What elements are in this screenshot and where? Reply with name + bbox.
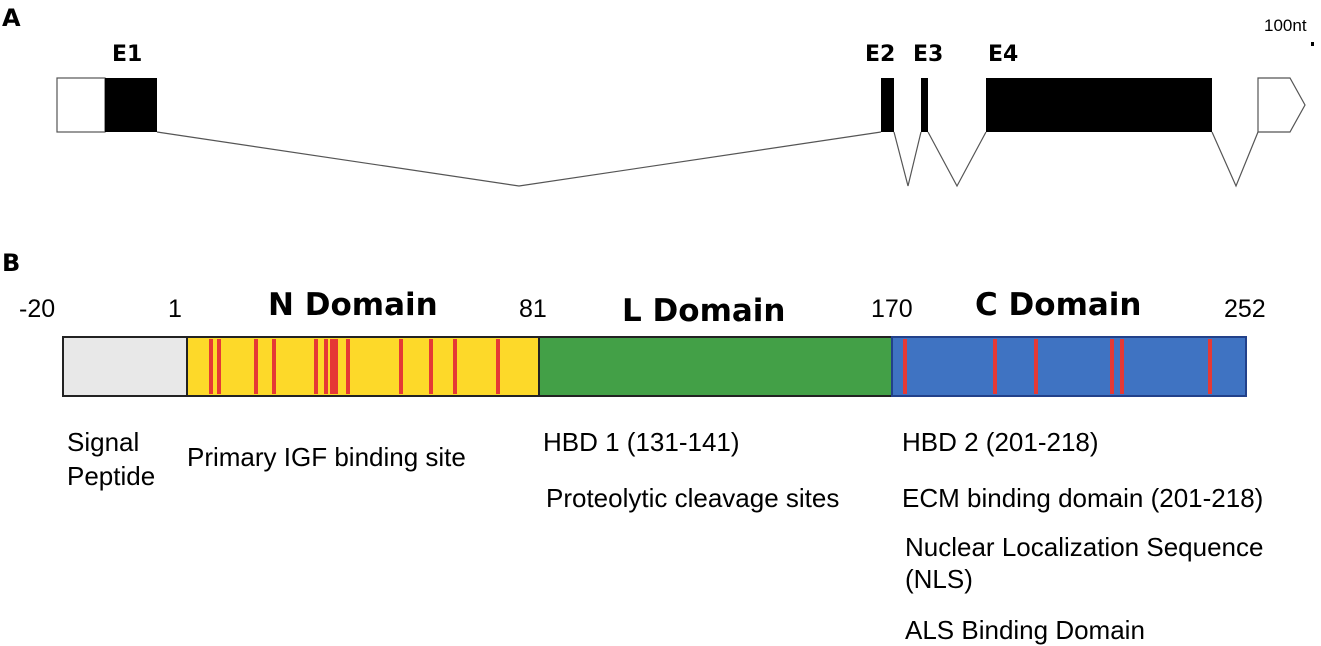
site-marker xyxy=(330,339,334,394)
site-marker xyxy=(217,339,221,394)
l-domain-title: L Domain xyxy=(622,293,786,329)
position-label-minus20: -20 xyxy=(19,295,56,323)
c-domain-feature-ecm: ECM binding domain (201-218) xyxy=(902,483,1264,513)
site-marker xyxy=(399,339,403,394)
position-label-1: 1 xyxy=(168,295,182,323)
site-marker xyxy=(334,339,338,394)
intron-4 xyxy=(1211,131,1259,188)
site-marker xyxy=(346,339,350,394)
l-domain-segment xyxy=(538,336,893,397)
exon-e4 xyxy=(986,78,1212,132)
l-domain-feature-proteolytic: Proteolytic cleavage sites xyxy=(546,483,840,513)
intron-2 xyxy=(893,131,922,187)
scale-bar-label: 100nt xyxy=(1264,16,1307,35)
site-marker xyxy=(496,339,500,394)
position-label-81: 81 xyxy=(519,295,547,323)
exon-label-e4: E4 xyxy=(988,42,1019,67)
n-domain-title: N Domain xyxy=(268,287,438,323)
exon-e1 xyxy=(105,78,157,132)
signal-peptide-label-line2: Peptide xyxy=(67,461,156,491)
exon-e2 xyxy=(881,78,894,132)
site-marker xyxy=(1034,339,1038,394)
three-prime-utr xyxy=(1257,77,1306,133)
scale-bar xyxy=(1311,42,1314,46)
site-marker xyxy=(903,339,907,394)
site-marker xyxy=(429,339,433,394)
site-marker xyxy=(272,339,276,394)
signal-peptide-segment xyxy=(62,336,188,397)
exon-label-e2: E2 xyxy=(865,42,896,67)
c-domain-feature-als: ALS Binding Domain xyxy=(905,615,1145,645)
l-domain-feature-hbd1: HBD 1 (131-141) xyxy=(543,427,740,457)
site-marker xyxy=(314,339,318,394)
intron-3 xyxy=(927,131,987,188)
c-domain-feature-nls-line1: Nuclear Localization Sequence xyxy=(905,532,1264,562)
exon-e3 xyxy=(921,78,928,132)
panel-a-letter: A xyxy=(2,4,21,32)
exon-label-e1: E1 xyxy=(112,42,143,67)
site-marker xyxy=(993,339,997,394)
position-label-252: 252 xyxy=(1224,295,1266,323)
panel-b-letter: B xyxy=(2,249,21,277)
site-marker xyxy=(1208,339,1212,394)
site-marker xyxy=(324,339,328,394)
site-marker xyxy=(1120,339,1124,394)
site-marker xyxy=(209,339,213,394)
n-domain-segment xyxy=(186,336,540,397)
site-marker xyxy=(453,339,457,394)
site-marker xyxy=(1110,339,1114,394)
position-label-170: 170 xyxy=(871,295,913,323)
gene-structure-diagram xyxy=(56,42,1314,188)
signal-peptide-label-line1: Signal xyxy=(67,427,140,457)
c-domain-title: C Domain xyxy=(975,287,1142,323)
c-domain-segment xyxy=(891,336,1247,397)
exon-label-e3: E3 xyxy=(913,42,944,67)
site-marker xyxy=(254,339,258,394)
five-prime-utr xyxy=(56,77,106,133)
c-domain-feature-hbd2: HBD 2 (201-218) xyxy=(902,427,1099,457)
n-domain-feature-igf-binding: Primary IGF binding site xyxy=(187,442,466,472)
binding-site-markers xyxy=(209,339,1212,394)
c-domain-feature-nls-line2: (NLS) xyxy=(905,564,973,594)
intron-1 xyxy=(156,131,882,187)
